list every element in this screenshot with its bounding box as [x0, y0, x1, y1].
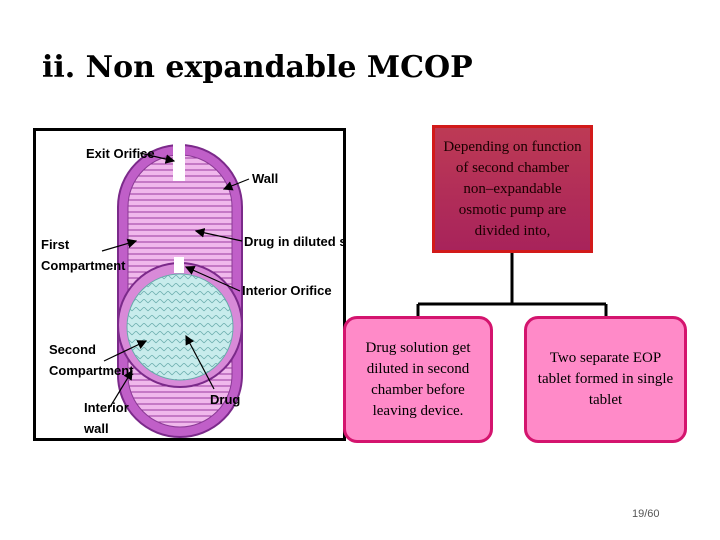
- hierarchy-root-box: Depending on function of second chamber …: [432, 125, 593, 253]
- slide-title: ii. Non expandable MCOP: [42, 50, 473, 85]
- arrow-second: [103, 340, 148, 362]
- exit-orifice: [173, 141, 185, 181]
- label-drug-diluted: Drug in diluted soln.: [244, 234, 343, 249]
- second-compartment: [126, 273, 234, 381]
- arrow-interior-wall: [109, 369, 133, 408]
- label-interior-2: wall: [83, 421, 109, 436]
- mcop-diagram: Exit Orifice Wall First Compartment Drug…: [33, 128, 346, 441]
- label-interior-orifice: Interior Orifice: [242, 283, 332, 298]
- hierarchy-child-text-2: Two separate EOP tablet formed in single…: [537, 350, 674, 408]
- arrow-wall: [222, 178, 250, 191]
- label-exit-orifice: Exit Orifice: [86, 146, 155, 161]
- label-wall: Wall: [252, 171, 278, 186]
- label-second-1: Second: [49, 342, 96, 357]
- interior-orifice: [174, 257, 184, 273]
- label-first-1: First: [41, 237, 70, 252]
- hierarchy-child-text-1: Drug solution get diluted in second cham…: [365, 339, 471, 419]
- hierarchy-child-box-1: Drug solution get diluted in second cham…: [343, 316, 493, 443]
- page-number: 19/60: [632, 508, 660, 520]
- label-second-2: Compartment: [49, 363, 134, 378]
- arrow-drug: [185, 334, 215, 390]
- arrow-first: [101, 238, 138, 252]
- arrow-exit-orifice: [139, 152, 176, 164]
- hierarchy-child-box-2: Two separate EOP tablet formed in single…: [524, 316, 687, 443]
- arrow-interior-orifice: [184, 266, 241, 292]
- mcop-drawing: Exit Orifice Wall First Compartment Drug…: [41, 141, 343, 438]
- label-first-2: Compartment: [41, 258, 126, 273]
- arrow-drug-diluted: [194, 228, 243, 242]
- label-drug: Drug: [210, 392, 240, 407]
- label-interior-1: Interior: [84, 400, 129, 415]
- hierarchy-root-text: Depending on function of second chamber …: [443, 138, 582, 239]
